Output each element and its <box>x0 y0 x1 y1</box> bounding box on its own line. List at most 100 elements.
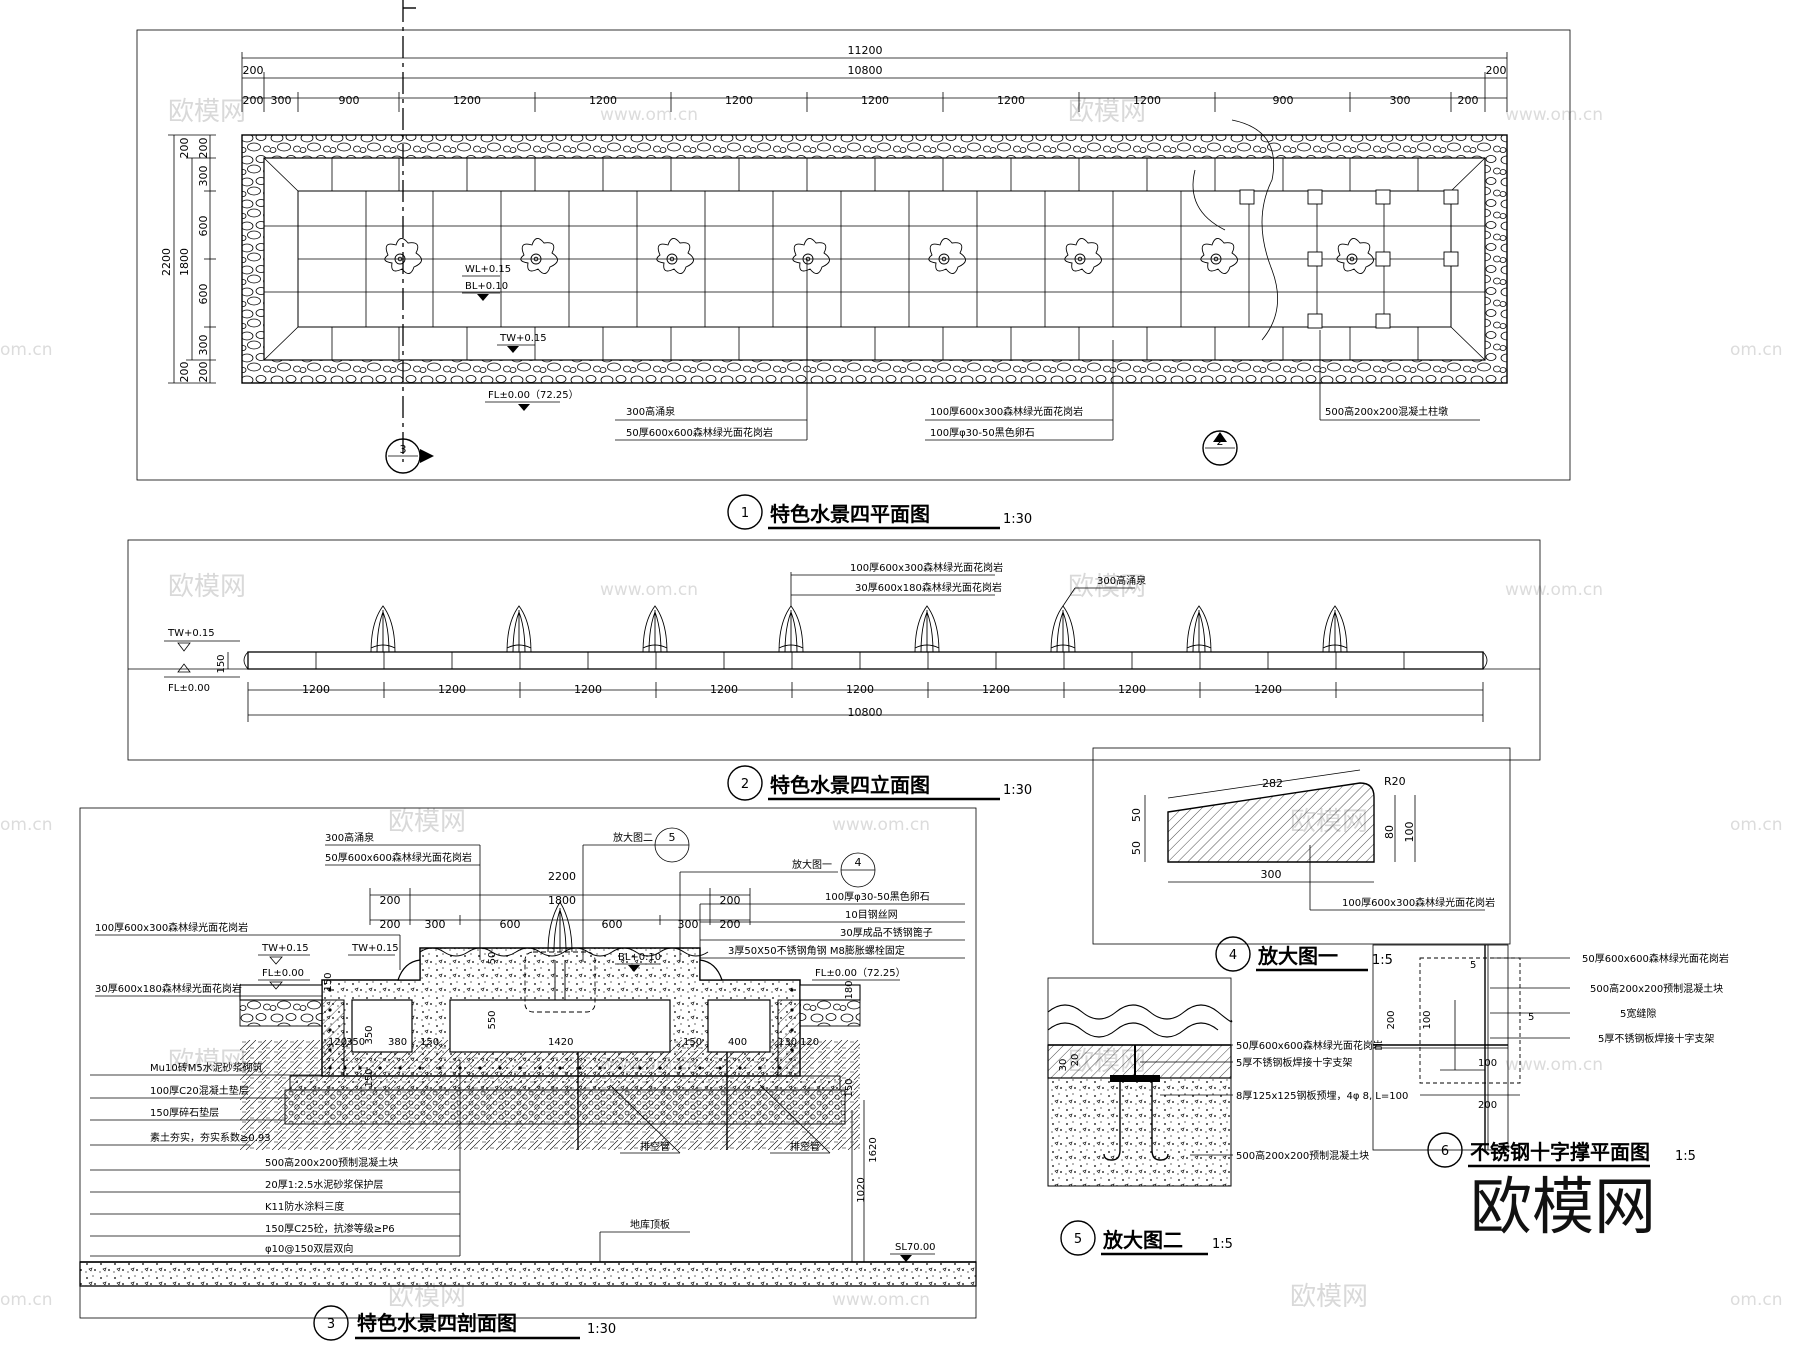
elev-title: 特色水景四立面图 <box>770 773 930 797</box>
section-tw-mid: TW+0.15 <box>351 943 399 954</box>
plan-label: 100厚φ30-50黑色卵石 <box>930 426 1035 439</box>
section-inner-dim: 150 <box>420 1037 439 1048</box>
detail-six-dim: 200 <box>1478 1100 1497 1111</box>
detail-callout: 放大图二 <box>613 831 653 844</box>
elev-level-tw: TW+0.15 <box>167 628 215 639</box>
section-dim-2200: 2200 <box>548 870 576 883</box>
detail-one-number: 4 <box>1229 948 1237 963</box>
dim-10800: 10800 <box>848 64 883 77</box>
dim-row: 1200 <box>1133 94 1161 107</box>
detail-dim-r20: R20 <box>1384 775 1406 788</box>
water-basin <box>449 999 671 1053</box>
plan-label: 50厚600x600森林绿光面花岗岩 <box>626 426 773 439</box>
section-top-label: 50厚600x600森林绿光面花岗岩 <box>325 851 472 864</box>
section-dim-row: 200 <box>720 918 741 931</box>
elevation-view: TW+0.15 FL±0.00 150 1200 1200 1200 1200 … <box>127 539 1541 801</box>
section-layer-label: Mu10砖M5水泥砂浆砌筑 <box>150 1061 263 1074</box>
detail-six-number: 6 <box>1441 1144 1449 1159</box>
watermark-cn: 欧模网 <box>388 807 466 837</box>
detail-dim-282: 282 <box>1262 777 1283 790</box>
break-line <box>1231 119 1278 341</box>
dim-left: 600 <box>197 216 210 237</box>
elev-span: 1200 <box>710 683 738 696</box>
drain-label: 排空管 <box>790 1140 820 1153</box>
section-layer-label: K11防水涂料三度 <box>265 1200 344 1213</box>
detail-six-label: 5宽缝隙 <box>1620 1007 1656 1020</box>
section-scale: 1:30 <box>587 1322 616 1337</box>
detail-two-label: 500高200x200预制混凝土块 <box>1236 1149 1369 1162</box>
section-dim-row: 200 <box>380 918 401 931</box>
section-layer-label: 素土夯实，夯实系数≥0.93 <box>150 1131 271 1144</box>
detail-six-dim: 200 <box>1386 1010 1397 1029</box>
section-fl-right: FL±0.00（72.25） <box>815 967 906 979</box>
dim-left: 200 <box>197 362 210 383</box>
elev-label: 100厚600x300森林绿光面花岗岩 <box>850 561 1003 574</box>
section-sl: SL70.00 <box>895 1242 936 1253</box>
elev-label: 300高涌泉 <box>1097 574 1146 587</box>
fountain-jet-icon <box>370 605 396 653</box>
detail-one: 282 R20 50 50 80 100 300 100厚600x300森林绿光… <box>1092 747 1511 972</box>
section-left-label: 30厚600x180森林绿光面花岗岩 <box>95 982 242 995</box>
section-frame <box>79 807 977 1319</box>
watermark-url: om.cn <box>1730 815 1783 835</box>
precast-block <box>1047 1077 1232 1187</box>
watermark-cn: 欧模网 <box>1068 97 1146 127</box>
dim-row: 1200 <box>453 94 481 107</box>
block-outline <box>1419 957 1521 1084</box>
dim-left: 200 <box>197 138 210 159</box>
elevation-frame <box>127 539 1541 761</box>
plan-title: 特色水景四平面图 <box>770 502 930 526</box>
dim-left: 300 <box>197 166 210 187</box>
elev-scale: 1:30 <box>1003 783 1032 798</box>
elev-title-number: 2 <box>741 777 749 792</box>
dim-edge: 200 <box>1486 64 1507 77</box>
fountain-jets <box>370 605 1348 653</box>
watermark-url: om.cn <box>0 815 53 835</box>
level-bl: BL+0.10 <box>465 281 508 292</box>
fountain-icon <box>928 238 966 274</box>
detail-one-frame <box>1092 747 1511 945</box>
watermark-cn: 欧模网 <box>168 1047 246 1077</box>
level-wl: WL+0.15 <box>465 264 511 275</box>
detail-two-dim-30: 30 <box>1058 1059 1069 1072</box>
section-right-label: 30厚成品不锈钢篦子 <box>840 926 933 939</box>
elev-span: 1200 <box>574 683 602 696</box>
dim-row: 200 <box>1458 94 1479 107</box>
pebble-wave <box>1047 1004 1233 1023</box>
fountain-icon <box>1064 238 1102 274</box>
dim-left-200: 200 <box>178 362 191 383</box>
section-roof-label: 地库顶板 <box>630 1218 670 1231</box>
section-right-label: 3厚50X50不锈钢角钢 M8膨胀螺栓固定 <box>728 944 905 957</box>
detail-callout-number: 5 <box>669 831 676 844</box>
dim-row: 300 <box>271 94 292 107</box>
watermark-large: 欧模网 <box>1470 1170 1656 1243</box>
watermark-url: om.cn <box>1730 1290 1783 1310</box>
plan-title-number: 1 <box>741 506 749 521</box>
fountain-icon <box>656 238 694 274</box>
fountain-icon <box>792 238 830 274</box>
section-left-label: 100厚600x300森林绿光面花岗岩 <box>95 921 248 934</box>
watermark-cn: 欧模网 <box>168 97 246 127</box>
plan-label: 500高200x200混凝土柱墩 <box>1325 405 1448 418</box>
fountain-icon <box>520 238 558 274</box>
section-v-180: 180 <box>844 980 855 999</box>
section-fountain-icon <box>524 901 596 1013</box>
detail-six: 200 100 5 5 100 200 50厚600x600森林绿光面花岗岩 5… <box>1372 944 1729 1168</box>
detail-dim-50: 50 <box>1130 841 1143 855</box>
floor-grid <box>298 191 1451 327</box>
elevation-symbol <box>1202 430 1238 466</box>
detail-six-frame <box>1372 944 1509 1151</box>
watermark-url: www.om.cn <box>600 580 698 600</box>
dim-left-200: 200 <box>178 138 191 159</box>
section-layer-label: 500高200x200预制混凝土块 <box>265 1156 398 1169</box>
section-fl-left: FL±0.00 <box>262 968 304 979</box>
detail-two-title: 放大图二 <box>1102 1228 1183 1252</box>
brick-wall <box>321 999 345 1077</box>
watermark-url: www.om.cn <box>600 105 698 125</box>
detail-six-dim: 100 <box>1478 1058 1497 1069</box>
dim-2200: 2200 <box>160 248 173 276</box>
section-layer-label: 100厚C20混凝土垫层 <box>150 1084 249 1097</box>
section-inner-dim: 1420 <box>548 1037 573 1048</box>
detail-callout-number: 4 <box>855 856 862 869</box>
watermark-url: www.om.cn <box>1505 580 1603 600</box>
